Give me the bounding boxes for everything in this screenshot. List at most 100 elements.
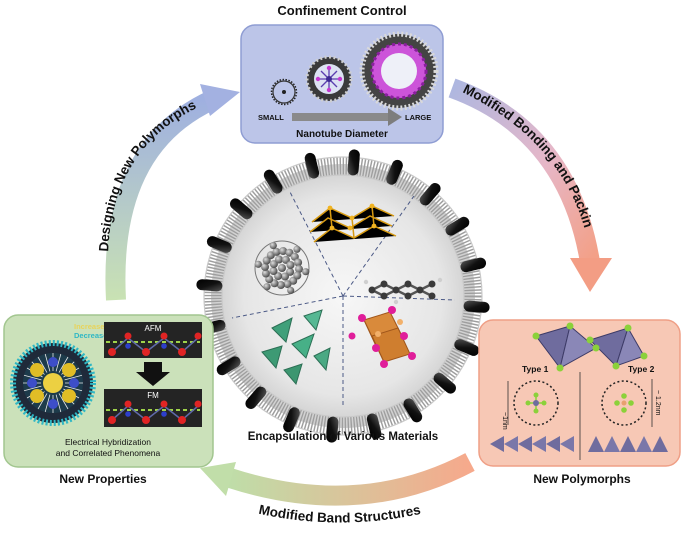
afm-lattice-panel: AFM <box>104 322 202 358</box>
arrow-modified-bonding <box>448 78 612 292</box>
fullerene-atom <box>254 260 262 268</box>
fullerene-atom <box>263 283 271 291</box>
fullerene-atom <box>294 258 303 267</box>
fullerene-atom <box>281 272 289 281</box>
tube-cap <box>386 159 403 185</box>
arrow-modified-band <box>200 453 475 506</box>
type1-label: Type 1 <box>522 364 549 374</box>
decrease-label: Decrease <box>74 331 107 340</box>
left-panel: Increase Decrease AFM FM <box>3 314 214 486</box>
tube-cap <box>460 257 487 273</box>
tube-spoke <box>23 385 42 392</box>
type2-dimension-label: ~ 1.2nm <box>654 390 661 416</box>
tube-spoke <box>23 374 42 381</box>
large-label: LARGE <box>405 113 431 122</box>
arrow-designing-polymorphs <box>105 84 240 301</box>
transition-arrow-icon <box>136 362 170 386</box>
fullerene-atom <box>261 262 269 271</box>
afm-label: AFM <box>145 324 162 333</box>
medium-nanotube-icon <box>305 55 353 103</box>
tube-wall <box>204 157 482 435</box>
right-panel-title: New Polymorphs <box>533 472 631 486</box>
tube-cap <box>206 236 232 253</box>
small-label: SMALL <box>258 113 284 122</box>
tube-spoke <box>44 353 51 372</box>
fullerene-atom <box>279 247 288 255</box>
tube-cap <box>196 279 223 292</box>
fullerene-atom <box>269 242 277 250</box>
tube-cap <box>463 300 490 313</box>
hybrid-tube-icon <box>10 340 96 426</box>
fullerene-atom <box>293 245 301 253</box>
tube-spoke <box>37 356 48 373</box>
fullerene-atom <box>261 269 270 278</box>
tube-cap <box>403 398 423 423</box>
fullerene-atom <box>286 267 295 276</box>
small-nanotube-icon <box>270 78 298 106</box>
center-caption: Encapsulation of Various Materials <box>248 431 438 443</box>
fullerene-atom <box>278 264 286 272</box>
tube-cap <box>445 216 470 236</box>
fullerene-molecule-icon <box>254 240 310 296</box>
fullerene-atom <box>295 265 303 274</box>
fm-lattice-panel: FM <box>104 389 202 427</box>
tube-cap <box>245 386 267 409</box>
layered-structure-icon <box>309 203 397 243</box>
tube-cap <box>263 169 283 194</box>
tube-spoke <box>55 394 62 413</box>
molecular-chain-icon <box>363 277 443 305</box>
nanotube-diameter-label: Nanotube Diameter <box>296 129 388 140</box>
size-arrow-head-icon <box>388 108 402 126</box>
fullerene-atom <box>276 281 285 289</box>
fullerene-atom <box>286 261 295 269</box>
left-panel-title: New Properties <box>59 472 147 486</box>
top-panel: Confinement Control <box>240 3 444 144</box>
tube-spoke <box>58 393 69 410</box>
tube-cap <box>216 356 241 376</box>
tube-spoke <box>64 385 83 392</box>
increase-label: Increase <box>74 322 104 331</box>
tube-spoke <box>58 356 69 373</box>
fullerene-atom <box>275 255 283 264</box>
large-nanotube-icon <box>359 31 439 111</box>
fullerene-atom <box>269 260 278 269</box>
type2-ring-icon <box>601 379 653 427</box>
fullerene-atom <box>269 267 278 275</box>
type1-ring-icon <box>507 380 559 426</box>
fullerene-atom <box>281 255 290 264</box>
tube-spoke <box>64 374 83 381</box>
tube-spoke <box>55 353 62 372</box>
tetrahedra-cluster-icon <box>261 309 331 386</box>
fullerene-atom <box>302 268 310 276</box>
tube-cap <box>366 413 382 440</box>
fm-label: FM <box>147 391 159 400</box>
fullerene-atom <box>293 271 302 280</box>
tube-cap <box>419 183 441 206</box>
type2-chain-icon <box>588 436 668 452</box>
tube-cap <box>230 198 253 220</box>
type2-label: Type 2 <box>628 364 655 374</box>
tube-spoke <box>44 394 51 413</box>
tube-cap <box>347 149 360 176</box>
left-panel-caption-line2: and Correlated Phenomena <box>56 448 161 458</box>
type1-dimension-label: ~1nm <box>501 412 508 430</box>
tube-cap <box>326 416 339 443</box>
tube-cap <box>433 372 456 394</box>
tube-cap <box>283 407 300 433</box>
tube-cap <box>454 339 480 356</box>
crystal-lattice-icon <box>348 306 416 368</box>
right-panel: Type 1 Type 2 ~1nm ~ 1.2nm <box>478 319 681 486</box>
center-nanotube: Encapsulation of Various Materials <box>196 149 490 443</box>
type1-chain-icon <box>490 436 574 452</box>
fullerene-atom <box>272 247 281 256</box>
tube-cap <box>304 152 320 179</box>
left-panel-caption-line1: Electrical Hybridization <box>65 437 151 447</box>
top-panel-title: Confinement Control <box>277 3 406 18</box>
fullerene-atom <box>274 272 283 281</box>
fullerene-atom <box>287 286 295 294</box>
size-bar <box>292 113 390 121</box>
fullerene-atom <box>283 280 292 289</box>
sector-dividers <box>231 191 456 408</box>
polyhedra-cluster-icon <box>532 322 648 372</box>
